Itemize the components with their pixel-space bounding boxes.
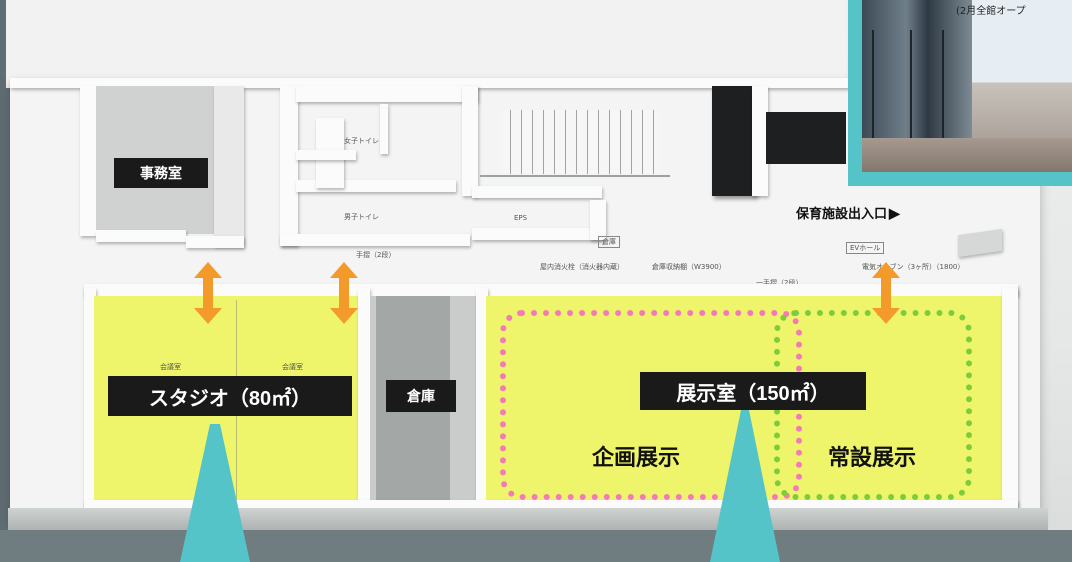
planned-exhibit-label: 企画展示 — [592, 445, 681, 470]
stair-hatching — [500, 110, 660, 174]
cyan-triangle-pointer-icon — [710, 410, 780, 562]
stair-line — [480, 175, 670, 177]
meeting-room-1-label: 会議室 — [160, 363, 181, 371]
restroom-wall-top — [296, 86, 478, 102]
handrail-label: 手摺（2段） — [356, 251, 396, 259]
restroom-wall-left — [280, 86, 298, 246]
entrance-label-text: 保育施設出入口 — [796, 206, 888, 221]
office-wall-bottom2 — [186, 236, 244, 248]
office-wall-bottom — [96, 230, 186, 242]
orange-double-arrow-icon — [872, 262, 900, 324]
handrail-right-label: 一手摺（2段） — [756, 279, 803, 287]
restroom-wall-bottom — [280, 234, 470, 246]
walkway — [862, 138, 1072, 172]
outer-wall-top — [10, 78, 1040, 88]
model-bottom-shadow — [0, 530, 1072, 562]
elevator-shaft-2 — [766, 112, 846, 164]
shelf-label: 倉庫収納棚（W3900） — [652, 263, 726, 271]
photo-caption: (2月全館オープ — [956, 6, 1026, 17]
cyan-triangle-pointer-icon — [180, 424, 250, 562]
storage-wall-right — [476, 288, 488, 510]
eps-label: EPS — [514, 214, 528, 222]
model-backdrop — [6, 0, 846, 88]
ev-hall-label: EVホール — [846, 242, 885, 254]
permanent-exhibit-label: 常設展示 — [828, 445, 917, 470]
glass-facade — [862, 0, 972, 150]
restroom-stall-wall — [296, 150, 356, 160]
exhibition-wall-right — [1002, 288, 1018, 510]
office-label: 事務室 — [114, 158, 208, 188]
restroom-wall-right — [462, 86, 478, 196]
facade-mullion — [872, 30, 874, 150]
studio-label: スタジオ（80㎡） — [108, 376, 352, 416]
model-front-edge — [8, 508, 1048, 530]
studio-wall-right — [358, 288, 370, 510]
womens-restroom-label: 女子トイレ — [344, 137, 379, 145]
restroom-stall-divider — [380, 104, 388, 154]
office-wall-right — [214, 86, 244, 246]
orange-double-arrow-icon — [330, 262, 358, 324]
ev-note-label: 電気オーブン（3ヶ所）（1800） — [862, 263, 965, 271]
elevator-wall — [752, 86, 768, 196]
facade-mullion — [942, 30, 944, 150]
meeting-room-2-label: 会議室 — [282, 363, 303, 371]
exhibition-label: 展示室（150㎡） — [640, 372, 866, 410]
office-wall-left — [80, 86, 96, 236]
orange-double-arrow-icon — [194, 262, 222, 324]
eps-wall-right — [590, 200, 606, 240]
building-photo: (2月全館オープ — [862, 0, 1072, 172]
eps-wall-bottom — [472, 228, 602, 240]
corridor-wall — [84, 284, 1018, 296]
small-storage-label: 倉庫 — [598, 236, 620, 248]
storage-label: 倉庫 — [386, 380, 456, 412]
eps-wall-top — [472, 186, 602, 198]
facade-mullion — [910, 30, 912, 150]
mens-restroom-label: 男子トイレ — [344, 213, 379, 221]
triangle-right-icon: ▶ — [889, 205, 900, 221]
elevator-shaft — [712, 86, 756, 196]
entrance-label: 保育施設出入口▶ — [796, 203, 900, 222]
studio-wall-left — [84, 288, 96, 510]
hydrant-label: 屋内消火栓（消火器内蔵） — [540, 263, 624, 271]
